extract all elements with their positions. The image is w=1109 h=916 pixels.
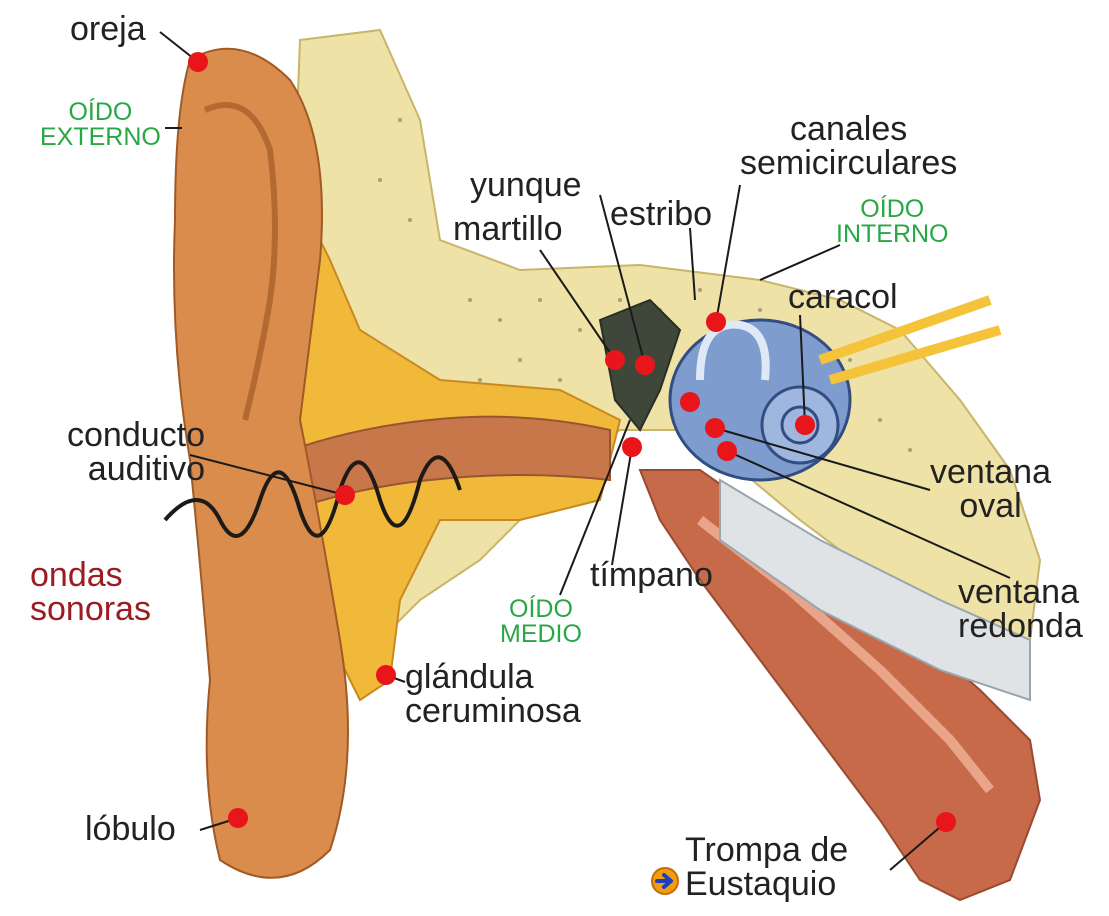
marker-trompa — [936, 812, 956, 832]
label-ventana-redonda: ventana redonda — [958, 575, 1083, 643]
label-glandula-ceruminosa: glándula ceruminosa — [405, 660, 581, 728]
marker-timpano — [622, 437, 642, 457]
label-oido-externo-line1: OÍDO — [40, 100, 161, 125]
label-ventana-redonda-line2: redonda — [958, 609, 1083, 643]
label-oido-medio: OÍDO MEDIO — [500, 597, 582, 647]
label-trompa-line1: Trompa de — [685, 833, 848, 867]
label-oido-interno: OÍDO INTERNO — [836, 197, 949, 247]
marker-yunque — [635, 355, 655, 375]
leader-martillo — [540, 250, 615, 360]
label-martillo: martillo — [453, 212, 563, 246]
marker-martillo — [605, 350, 625, 370]
marker-estribo — [680, 392, 700, 412]
label-conducto-auditivo: conducto auditivo — [35, 418, 205, 486]
label-oido-medio-line2: MEDIO — [500, 622, 582, 647]
leader-oido-interno — [760, 245, 840, 280]
label-ondas-line2: sonoras — [30, 592, 151, 626]
leader-canales — [716, 185, 740, 322]
marker-lobulo — [228, 808, 248, 828]
label-estribo: estribo — [610, 197, 712, 231]
trompa-link-button[interactable] — [650, 866, 680, 896]
marker-conducto — [335, 485, 355, 505]
label-trompa-eustaquio: Trompa de Eustaquio — [685, 833, 848, 901]
label-canales-semicirculares: canales semicirculares — [740, 112, 957, 180]
label-yunque: yunque — [470, 168, 582, 202]
label-ventana-oval: ventana oval — [930, 455, 1051, 523]
label-oido-medio-line1: OÍDO — [500, 597, 582, 622]
leader-estribo — [690, 228, 695, 300]
label-conducto-line1: conducto — [35, 418, 205, 452]
label-ondas-line1: ondas — [30, 558, 151, 592]
label-timpano: tímpano — [590, 558, 713, 592]
label-glandula-line2: ceruminosa — [405, 694, 581, 728]
marker-ventana-redonda — [717, 441, 737, 461]
label-oido-interno-line1: OÍDO — [836, 197, 949, 222]
label-ventana-oval-line2: oval — [930, 489, 1051, 523]
leader-trompa — [890, 822, 946, 870]
marker-oreja — [188, 52, 208, 72]
label-conducto-line2: auditivo — [35, 452, 205, 486]
leader-conducto — [190, 455, 345, 495]
label-ventana-redonda-line1: ventana — [958, 575, 1083, 609]
label-lobulo: lóbulo — [85, 812, 176, 846]
label-oido-externo-line2: EXTERNO — [40, 125, 161, 150]
label-glandula-line1: glándula — [405, 660, 581, 694]
leader-timpano — [612, 447, 632, 565]
label-oreja: oreja — [70, 12, 146, 46]
label-caracol: caracol — [788, 280, 898, 314]
label-trompa-line2: Eustaquio — [685, 867, 848, 901]
label-canales-line1: canales — [740, 112, 957, 146]
label-ondas-sonoras: ondas sonoras — [30, 558, 151, 626]
label-ventana-oval-line1: ventana — [930, 455, 1051, 489]
label-canales-line2: semicirculares — [740, 146, 957, 180]
label-oido-externo: OÍDO EXTERNO — [40, 100, 161, 150]
label-oido-interno-line2: INTERNO — [836, 222, 949, 247]
arrow-right-icon — [650, 866, 680, 896]
leader-caracol — [800, 315, 805, 425]
marker-caracol — [795, 415, 815, 435]
marker-canales — [706, 312, 726, 332]
marker-ventana-oval — [705, 418, 725, 438]
marker-glandula — [376, 665, 396, 685]
